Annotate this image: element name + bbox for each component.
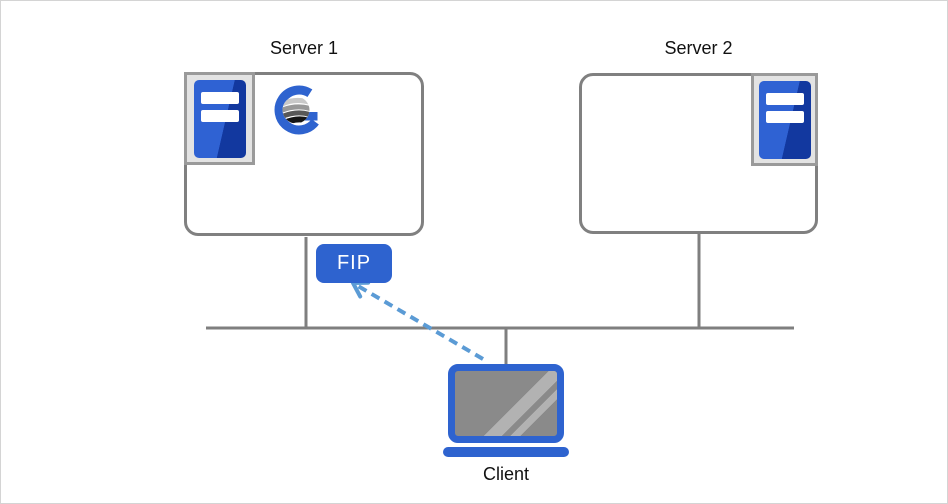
- server2-title: Server 2: [664, 38, 733, 58]
- server-icon-bar: [765, 92, 804, 105]
- client-label: Client: [482, 464, 530, 484]
- server-icon-bar: [765, 110, 804, 123]
- laptop-base: [443, 447, 569, 457]
- server-tower-icon: [193, 79, 246, 158]
- client-to-fip-arrow: [356, 284, 485, 361]
- group-globe-icon: [274, 85, 319, 135]
- server-tower-icon: [758, 80, 811, 159]
- server1-title: Server 1: [269, 38, 339, 58]
- server-icon-bar: [200, 109, 239, 122]
- server1-server-tower-icon: [184, 72, 255, 165]
- laptop-icon: [448, 364, 564, 443]
- server2-server-tower-icon: [751, 73, 818, 166]
- fip-badge: FIP: [316, 244, 392, 283]
- screen-reflection: [455, 371, 557, 436]
- server-icon-bar: [200, 91, 239, 104]
